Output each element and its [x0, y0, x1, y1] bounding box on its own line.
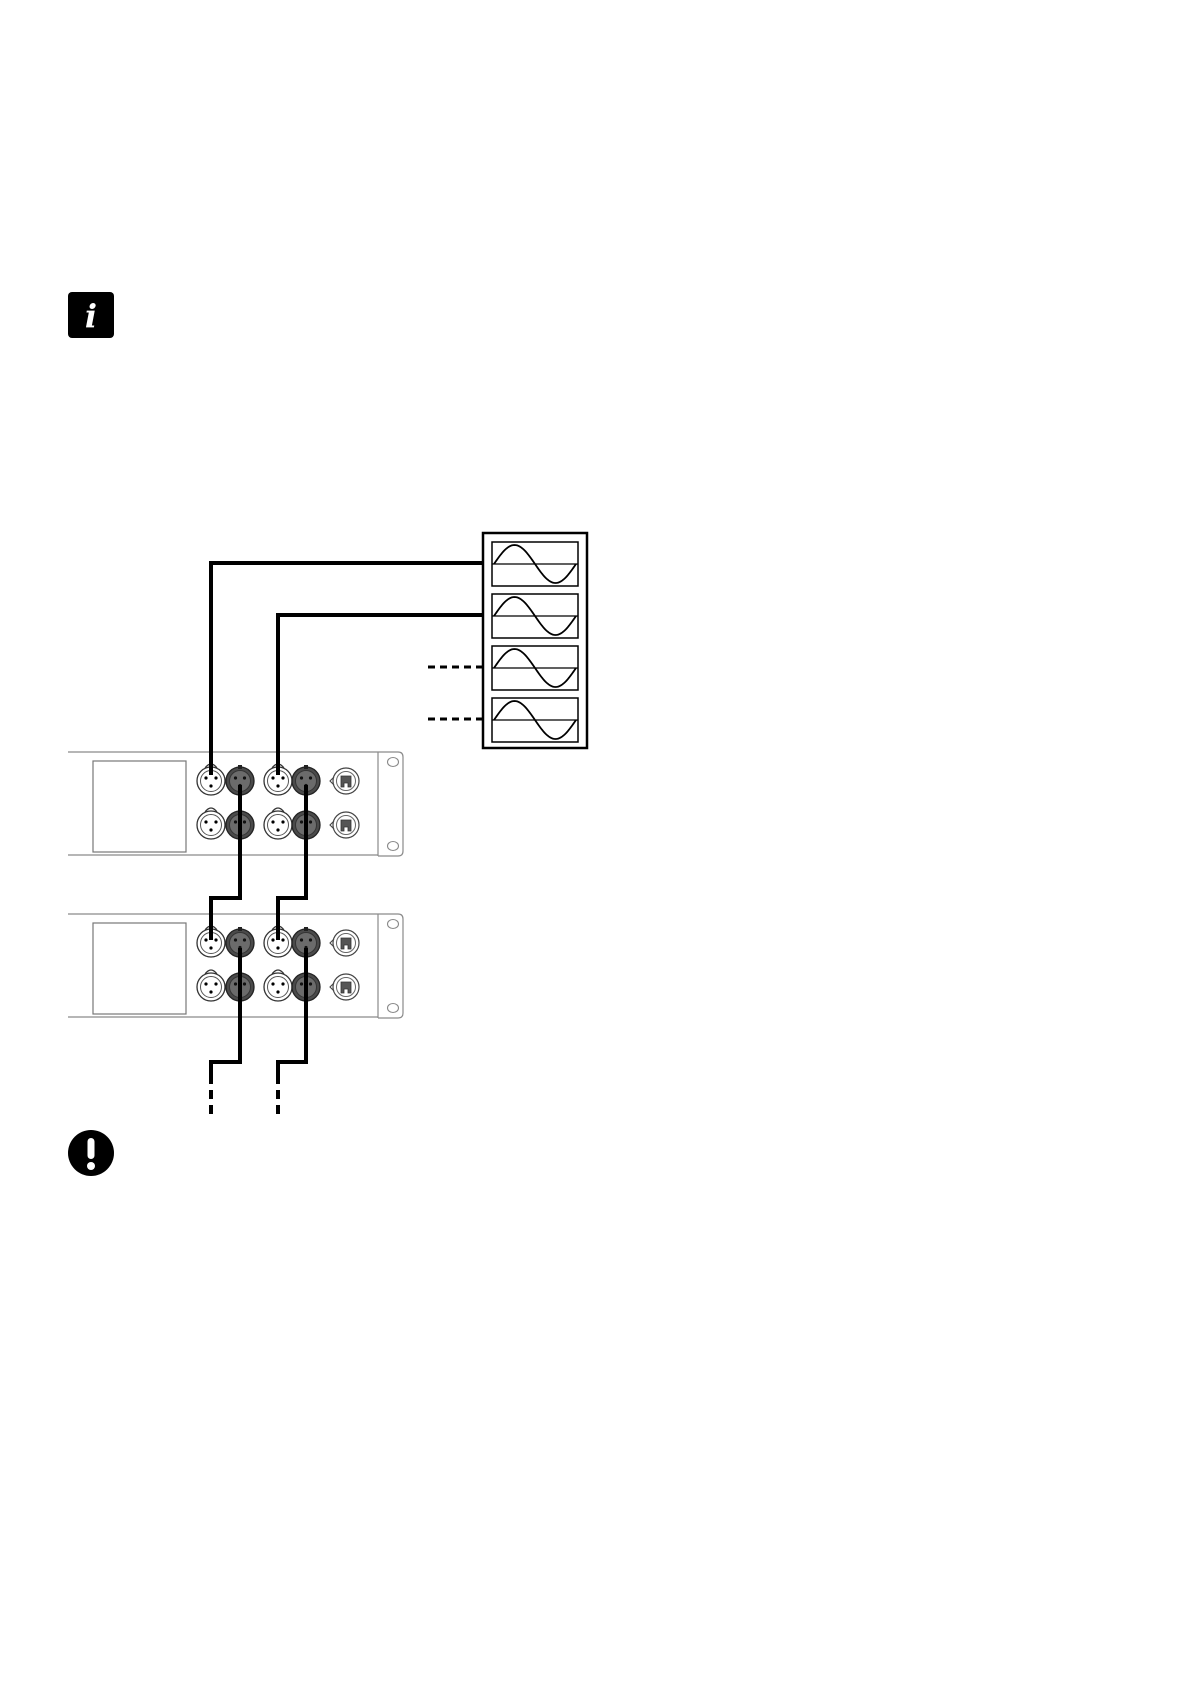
source-cables: [211, 563, 483, 775]
signal-source: [483, 533, 587, 748]
continuation-cables: [211, 948, 306, 1120]
xlr-female-input-b2: [264, 808, 292, 839]
link-cables: [211, 785, 306, 940]
link-cable-b: [278, 785, 306, 940]
cable-source-ch2-to-unit1-input-b: [278, 615, 483, 775]
rack-unit-2: [68, 914, 403, 1018]
rack-ear: [378, 752, 403, 856]
xlr-female-input-a2: [197, 970, 225, 1001]
unit-display-panel: [93, 923, 186, 1014]
source-channel-2: [492, 594, 578, 638]
link-cable-a: [211, 785, 240, 940]
ethercon-port-1: [330, 768, 359, 794]
cable-source-ch1-to-unit1-input-a: [211, 563, 483, 775]
unit-display-panel: [93, 761, 186, 852]
ethercon-port-2: [330, 812, 359, 838]
source-channel-1: [492, 542, 578, 586]
rack-ear: [378, 914, 403, 1018]
xlr-female-input-a2: [197, 808, 225, 839]
source-channel-3: [492, 646, 578, 690]
ethercon-port-2: [330, 974, 359, 1000]
continuation-cable-a: [211, 948, 240, 1075]
xlr-female-input-b2: [264, 970, 292, 1001]
ethercon-port-1: [330, 930, 359, 956]
continuation-cable-b: [278, 948, 306, 1075]
source-channel-4: [492, 698, 578, 742]
rack-unit-1: [68, 752, 403, 856]
